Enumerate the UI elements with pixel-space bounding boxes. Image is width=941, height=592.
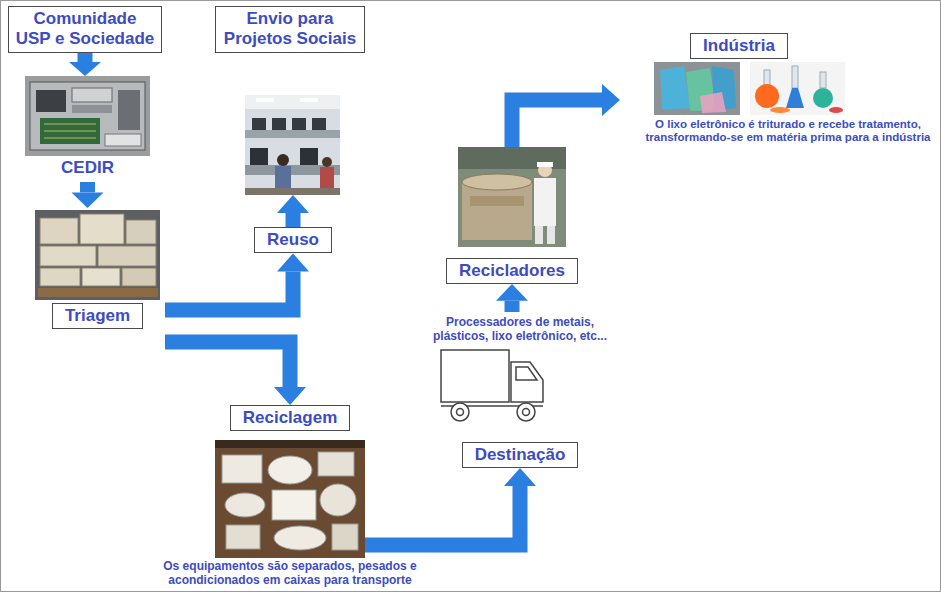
- arrow-shaft: [165, 271, 293, 310]
- caption-text: Processadores de metais, plásticos, lixo…: [429, 316, 611, 344]
- box-label: Reuso: [267, 230, 319, 250]
- arrow-shaft: [286, 213, 301, 227]
- arrow-shaft: [80, 182, 95, 192]
- process-stage: Envio para Projetos Sociais: [213, 6, 367, 195]
- label-box: Recicladores: [446, 258, 578, 284]
- process-stage: Indústria: [620, 30, 938, 148]
- block-arrow: [277, 195, 309, 227]
- cedir-photo: [25, 76, 150, 156]
- arrow-shaft: [365, 486, 520, 545]
- process-box: Comunidade USP e Sociedade: [8, 6, 162, 53]
- box-label: CEDIR: [61, 158, 114, 178]
- arrow-shaft: [512, 100, 602, 147]
- process-box: Reuso: [254, 227, 332, 253]
- arrow-head: [277, 253, 309, 271]
- arrow-head: [72, 192, 104, 208]
- arrow-head: [69, 62, 101, 76]
- box-label: Reciclagem: [243, 408, 338, 428]
- box-label: Triagem: [65, 306, 130, 326]
- arrow-head: [496, 284, 528, 301]
- box-label: Indústria: [703, 36, 775, 56]
- process-stage: Recicladores: [444, 147, 580, 284]
- caption-text: O lixo eletrônico é triturado e recebe t…: [638, 118, 938, 144]
- box-label: Recicladores: [459, 261, 565, 281]
- block-arrow: [512, 84, 620, 147]
- process-stage: Triagem: [30, 208, 165, 354]
- arrow-head: [504, 468, 536, 486]
- arrow-head: [602, 84, 620, 116]
- arrow-head: [274, 387, 306, 405]
- process-stage: Reciclagem: [215, 405, 365, 558]
- recicladores-photo: [458, 147, 566, 247]
- block-arrow: [69, 53, 101, 76]
- truck-icon: [441, 350, 543, 421]
- arrow-head: [277, 195, 309, 213]
- label-box: Reciclagem: [230, 405, 351, 431]
- arrow-shaft: [165, 342, 290, 387]
- block-arrow: [496, 284, 528, 312]
- caption-text: Os equipamentos são separados, pesados e…: [145, 560, 435, 588]
- box-label: Comunidade USP e Sociedade: [15, 9, 155, 50]
- label-box: Destinação: [462, 442, 579, 468]
- industria-photo-bags: [654, 62, 740, 115]
- block-arrow: [165, 253, 309, 310]
- label-box: Envio para Projetos Sociais: [215, 6, 365, 53]
- box-label: Envio para Projetos Sociais: [220, 9, 360, 50]
- industria-photo-flasks: [750, 62, 845, 115]
- label-box: CEDIR: [57, 158, 118, 178]
- block-arrow: [72, 182, 104, 208]
- box-label: Destinação: [475, 445, 566, 465]
- label-box: Indústria: [690, 33, 788, 59]
- block-arrow: [365, 468, 536, 545]
- block-arrow: [165, 342, 306, 405]
- projetos-sociais-photo: [245, 95, 340, 195]
- process-stage: CEDIR: [25, 76, 150, 182]
- arrow-shaft: [505, 301, 520, 312]
- triagem-photo: [35, 210, 160, 300]
- arrow-shaft: [78, 53, 93, 62]
- label-box: Triagem: [52, 303, 143, 329]
- reciclagem-photo: [215, 440, 365, 558]
